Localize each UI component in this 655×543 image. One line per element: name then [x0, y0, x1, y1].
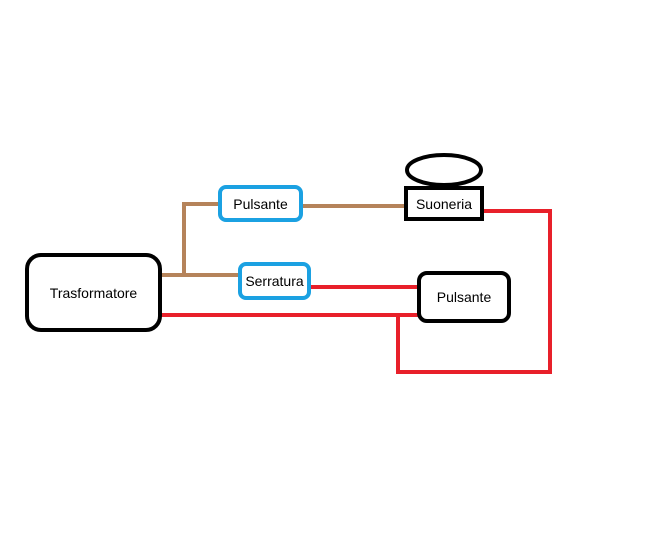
- red-wire-return-loop: [396, 209, 552, 374]
- pulsante-right-box: Pulsante: [417, 271, 511, 323]
- trasformatore-box: Trasformatore: [25, 253, 162, 332]
- pulsante-top-label: Pulsante: [233, 195, 288, 212]
- pulsante-right-label: Pulsante: [436, 289, 492, 305]
- suoneria-label: Suoneria: [415, 195, 473, 212]
- pulsante-top-box: Pulsante: [218, 185, 303, 222]
- trasformatore-label: Trasformatore: [49, 284, 138, 301]
- brown-wire-trasformatore-pulsante: [160, 202, 220, 277]
- serratura-box: Serratura: [238, 262, 311, 300]
- serratura-label: Serratura: [245, 273, 304, 289]
- suoneria-box: Suoneria: [404, 186, 484, 221]
- bell-icon: [405, 153, 483, 187]
